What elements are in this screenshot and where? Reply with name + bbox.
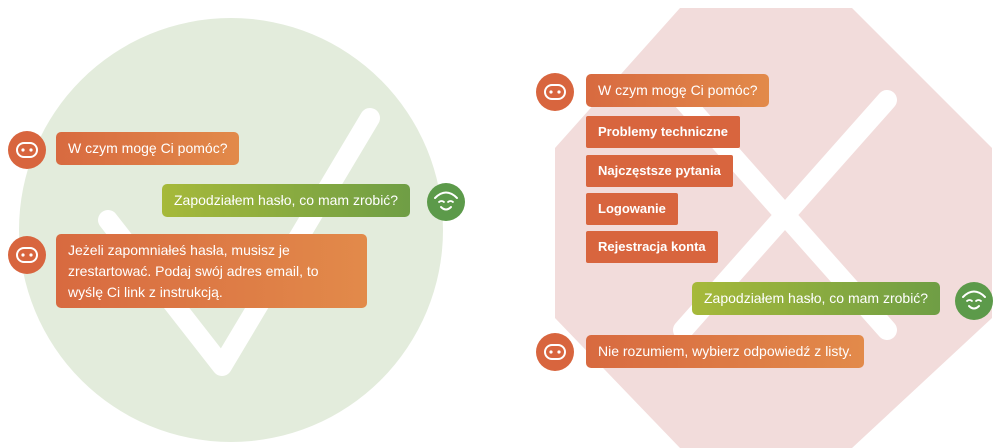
bot-message: W czym mogę Ci pomóc?	[586, 74, 770, 107]
cross-icon	[555, 8, 992, 448]
bad-example-panel: W czym mogę Ci pomóc? Problemy techniczn…	[500, 0, 1000, 448]
user-avatar	[427, 183, 465, 221]
bot-face-icon	[16, 142, 38, 158]
bot-message: Jeżeli zapomniałeś hasła, musisz je zres…	[56, 234, 367, 308]
bot-avatar	[8, 236, 46, 274]
bot-face-icon	[544, 344, 566, 360]
checkmark-icon	[19, 18, 443, 442]
user-message: Zapodziałem hasło, co mam zrobić?	[162, 184, 411, 217]
option-problemy-techniczne[interactable]: Problemy techniczne	[586, 116, 741, 148]
bot-avatar	[8, 131, 46, 169]
user-face-icon	[962, 290, 986, 310]
bot-message: Nie rozumiem, wybierz odpowiedź z listy.	[586, 335, 865, 368]
bot-face-icon	[544, 84, 566, 100]
option-logowanie[interactable]: Logowanie	[586, 193, 678, 225]
bot-avatar	[536, 333, 574, 371]
option-rejestracja-konta[interactable]: Rejestracja konta	[586, 231, 718, 263]
good-example-panel: W czym mogę Ci pomóc? Zapodziałem hasło,…	[8, 18, 465, 442]
bot-face-icon	[16, 247, 38, 263]
bot-avatar	[536, 73, 574, 111]
bot-message: W czym mogę Ci pomóc?	[56, 132, 240, 165]
user-face-icon	[434, 191, 458, 211]
user-message: Zapodziałem hasło, co mam zrobić?	[692, 282, 941, 315]
option-najczestsze-pytania[interactable]: Najczęstsze pytania	[586, 155, 733, 187]
user-avatar	[955, 282, 993, 320]
